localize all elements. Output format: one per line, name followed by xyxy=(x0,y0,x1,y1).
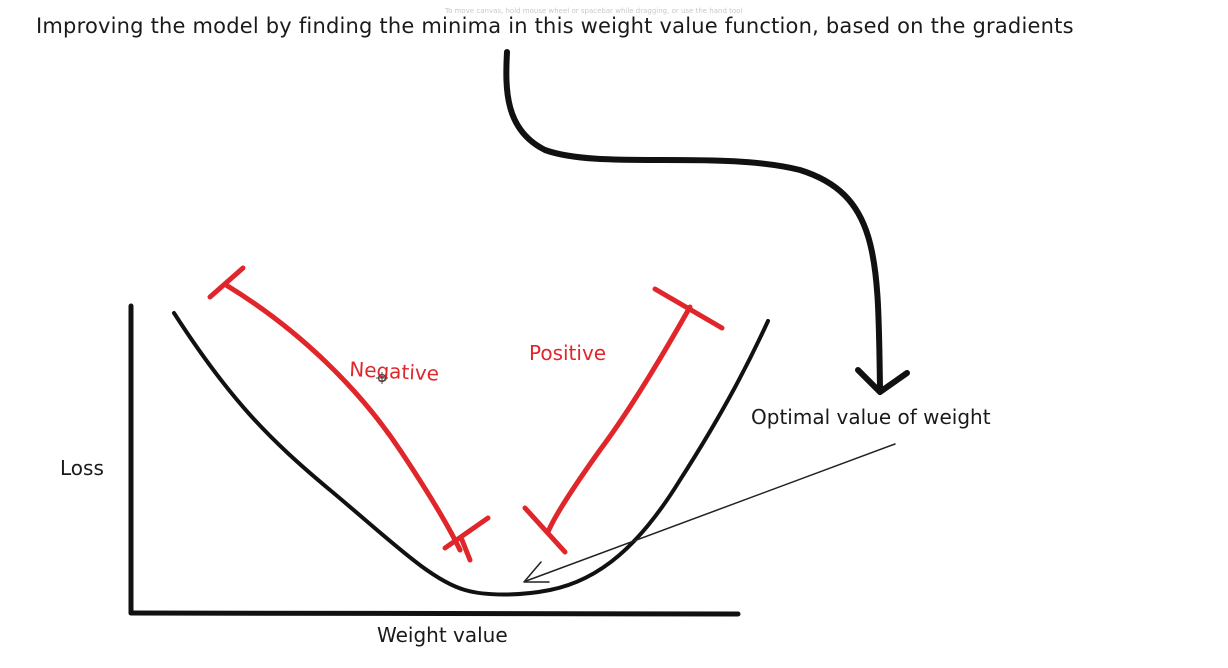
optimal-weight-label: Optimal value of weight xyxy=(751,405,991,429)
curved-pointer-arrow xyxy=(503,49,883,391)
positive-label: Positive xyxy=(529,341,606,365)
y-axis-label: Loss xyxy=(60,456,104,480)
loss-curve xyxy=(172,311,770,597)
diagram-title: Improving the model by finding the minim… xyxy=(36,14,1074,38)
negative-label: Negative xyxy=(349,357,440,386)
curved-pointer-arrowhead xyxy=(855,367,910,395)
positive-gradient-marker xyxy=(522,286,725,555)
x-axis-line xyxy=(128,610,741,617)
x-axis-label: Weight value xyxy=(377,623,508,647)
negative-gradient-marker xyxy=(207,265,491,563)
canvas-hint: To move canvas, hold mouse wheel or spac… xyxy=(444,7,742,15)
optimal-pointer-line xyxy=(525,443,896,582)
optimal-pointer-arrowhead xyxy=(523,561,550,583)
cursor-icon xyxy=(376,372,388,384)
